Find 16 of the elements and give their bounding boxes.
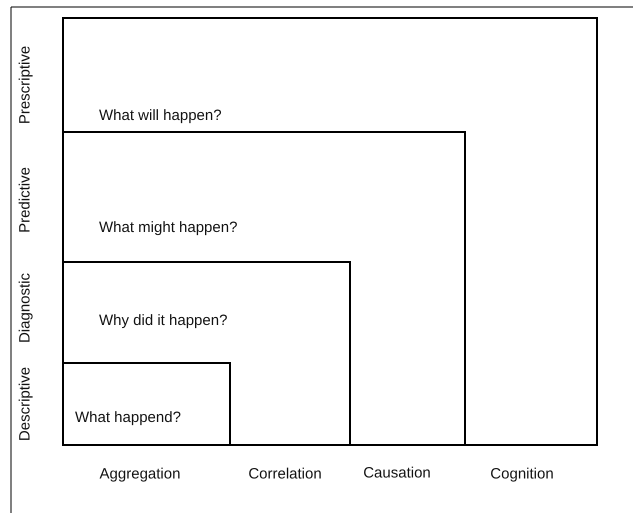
row-label: Prescriptive: [16, 46, 34, 124]
row-label: Diagnostic: [16, 272, 34, 344]
box-question: What will happen?: [99, 107, 222, 124]
column-label: Causation: [363, 464, 431, 482]
column-label: Cognition: [490, 466, 554, 482]
nested-box: [62, 131, 466, 446]
box-question: What might happen?: [99, 219, 238, 236]
column-label: Aggregation: [100, 466, 180, 482]
column-label: Correlation: [248, 466, 322, 482]
row-label: Predictive: [16, 167, 34, 233]
box-question: Why did it happen?: [99, 312, 228, 329]
nested-box: [62, 17, 598, 446]
nested-box: [62, 260, 351, 446]
nested-box: [62, 362, 232, 446]
box-question: What happend?: [75, 409, 181, 426]
row-label: Descriptive: [16, 366, 34, 442]
